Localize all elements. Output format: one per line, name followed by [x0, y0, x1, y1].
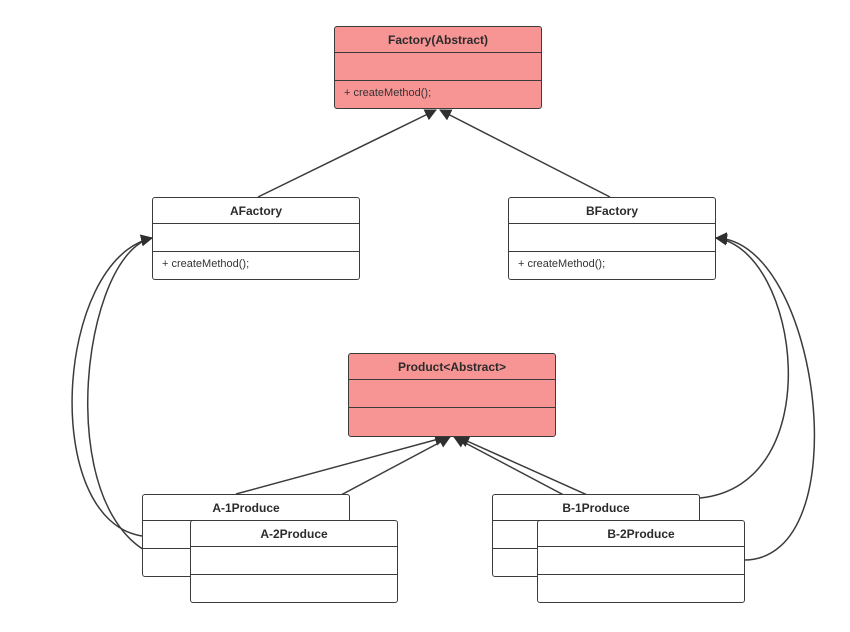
edge-a1-to-product	[235, 434, 447, 495]
class-attributes	[335, 53, 541, 81]
edge-a2-to-afactory	[87, 234, 191, 563]
edge-bfactory-to-factory	[439, 109, 611, 198]
class-name: BFactory	[509, 198, 715, 224]
factory-abstract-class[interactable]: Factory(Abstract) + createMethod();	[334, 26, 542, 109]
class-attributes	[153, 224, 359, 252]
bfactory-class[interactable]: BFactory + createMethod();	[508, 197, 716, 280]
a2-produce-class[interactable]: A-2Produce	[190, 520, 398, 603]
class-method: + createMethod();	[518, 258, 606, 270]
class-name: A-2Produce	[191, 521, 397, 547]
afactory-class[interactable]: AFactory + createMethod();	[152, 197, 360, 280]
edge-b2-to-bfactory	[715, 232, 816, 561]
class-attributes	[509, 224, 715, 252]
edge-a1-to-afactory	[71, 234, 153, 537]
class-attributes	[538, 547, 744, 575]
class-name: B-1Produce	[493, 495, 699, 521]
edge-b1-to-bfactory	[699, 233, 789, 499]
product-abstract-class[interactable]: Product<Abstract>	[348, 353, 556, 437]
class-attributes	[349, 380, 555, 408]
class-name: A-1Produce	[143, 495, 349, 521]
class-methods	[191, 575, 397, 602]
class-method: + createMethod();	[344, 87, 432, 99]
class-attributes	[191, 547, 397, 575]
edge-afactory-to-factory	[257, 109, 437, 198]
class-method: + createMethod();	[162, 258, 250, 270]
class-methods	[349, 408, 555, 435]
class-name: Factory(Abstract)	[335, 27, 541, 53]
class-name: AFactory	[153, 198, 359, 224]
class-name: B-2Produce	[538, 521, 744, 547]
class-methods	[538, 575, 744, 602]
b2-produce-class[interactable]: B-2Produce	[537, 520, 745, 603]
class-name: Product<Abstract>	[349, 354, 555, 380]
